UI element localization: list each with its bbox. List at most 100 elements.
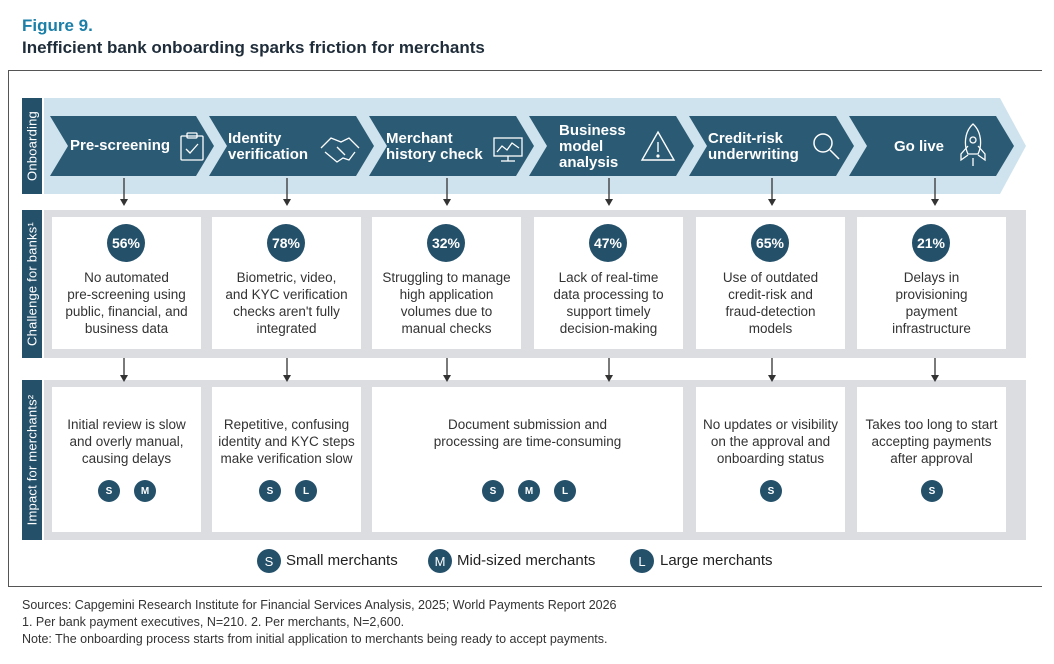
impact-3-size-mid: M (518, 480, 540, 502)
challenge-text-3: Struggling to manage high application vo… (372, 269, 521, 337)
impact-2-size-small: S (259, 480, 281, 502)
impact-1-line-3: causing delays (81, 451, 172, 466)
challenge-6-line-3: payment (905, 304, 958, 319)
note-line: Note: The onboarding process starts from… (22, 632, 608, 646)
challenge-text-2: Biometric, video, and KYC verification c… (212, 269, 361, 337)
row-label-impact: Impact for merchants² (22, 380, 42, 540)
challenge-text-4: Lack of real-time data processing to sup… (534, 269, 683, 337)
stage-label-business-model: Business model analysis (559, 123, 639, 171)
chevron-1 (50, 116, 214, 176)
challenge-1-line-3: public, financial, and (65, 304, 188, 319)
impact-text-1: Initial review is slow and overly manual… (52, 416, 201, 467)
challenge-card-2: 78% Biometric, video, and KYC verificati… (212, 217, 361, 349)
stage-4-line-1: Business (559, 122, 626, 139)
impact-card-3: Document submission and processing are t… (372, 387, 683, 532)
stage-1-line-1: Pre-screening (70, 137, 171, 154)
legend-small-dot: S (257, 549, 281, 573)
challenge-percent-3: 32% (427, 224, 465, 262)
challenge-percent-6: 21% (912, 224, 950, 262)
challenge-3-line-1: Struggling to manage (382, 270, 511, 285)
stage-label-go-live: Go live (894, 139, 964, 155)
impact-text-4: No updates or visibility on the approval… (696, 416, 845, 467)
challenge-1-line-2: pre-screening using (67, 287, 186, 302)
impact-5-line-3: after approval (890, 451, 973, 466)
arrowhead-5b (768, 375, 776, 382)
stage-5-line-2: underwriting (708, 146, 799, 163)
arrowhead-4a (605, 199, 613, 206)
row-label-challenge: Challenge for banks¹ (22, 210, 42, 358)
arrowhead-1a (120, 199, 128, 206)
impact-3-size-small: S (482, 480, 504, 502)
arrowhead-6b (931, 375, 939, 382)
challenge-card-5: 65% Use of outdated credit-risk and frau… (696, 217, 845, 349)
impact-4-line-3: onboarding status (716, 451, 825, 466)
magnifier-icon (813, 133, 840, 160)
challenge-text-1: No automated pre-screening using public,… (52, 269, 201, 337)
stage-2-line-1: Identity (228, 130, 282, 147)
challenge-3-line-4: manual checks (401, 321, 492, 336)
challenge-card-6: 21% Delays in provisioning payment infra… (857, 217, 1006, 349)
rocket-icon (960, 123, 986, 166)
challenge-5-line-3: fraud-detection (725, 304, 816, 319)
challenge-2-line-2: and KYC verification (225, 287, 348, 302)
left-rule (8, 70, 9, 586)
challenge-percent-1: 56% (107, 224, 145, 262)
impact-2-line-1: Repetitive, confusing (223, 417, 350, 432)
challenge-5-line-2: credit-risk and (728, 287, 813, 302)
sources-line: Sources: Capgemini Research Institute fo… (22, 598, 617, 612)
arrowhead-4b (605, 375, 613, 382)
challenge-6-line-4: infrastructure (892, 321, 971, 336)
challenge-4-line-2: data processing to (553, 287, 664, 302)
arrowhead-3a (443, 199, 451, 206)
impact-4-line-2: on the approval and (710, 434, 831, 449)
challenge-text-5: Use of outdated credit-risk and fraud-de… (696, 269, 845, 337)
stage-3-line-1: Merchant (386, 130, 453, 147)
legend-mid-label: Mid-sized merchants (457, 552, 596, 569)
impact-card-4: No updates or visibility on the approval… (696, 387, 845, 532)
challenge-6-line-2: provisioning (895, 287, 968, 302)
impact-3-line-2: processing are time-consuming (433, 434, 622, 449)
challenge-1-line-4: business data (84, 321, 169, 336)
stage-label-identity-verification: Identity verification (228, 131, 328, 163)
impact-5-line-1: Takes too long to start (865, 417, 998, 432)
challenge-5-line-4: models (748, 321, 793, 336)
row-label-onboarding: Onboarding (22, 98, 42, 194)
arrowhead-2b (283, 375, 291, 382)
legend-large-label: Large merchants (660, 552, 773, 569)
impact-3-line-1: Document submission and (447, 417, 608, 432)
challenge-3-line-3: volumes due to (400, 304, 493, 319)
impact-3-size-large: L (554, 480, 576, 502)
clipboard-check-icon (180, 132, 204, 161)
challenge-percent-4: 47% (589, 224, 627, 262)
impact-text-3: Document submission and processing are t… (372, 416, 683, 450)
challenge-percent-2: 78% (267, 224, 305, 262)
impact-1-line-2: and overly manual, (69, 434, 184, 449)
handshake-icon (320, 137, 360, 163)
challenge-1-line-1: No automated (84, 270, 169, 285)
challenge-card-4: 47% Lack of real-time data processing to… (534, 217, 683, 349)
challenge-card-1: 56% No automated pre-screening using pub… (52, 217, 201, 349)
challenge-4-line-3: support timely (566, 304, 651, 319)
legend-mid-dot: M (428, 549, 452, 573)
impact-text-2: Repetitive, confusing identity and KYC s… (212, 416, 361, 467)
bottom-rule (8, 586, 1042, 587)
impact-2-size-large: L (295, 480, 317, 502)
stage-5-line-1: Credit-risk (708, 130, 784, 147)
impact-card-5: Takes too long to start accepting paymen… (857, 387, 1006, 532)
footnote-line: 1. Per bank payment executives, N=210. 2… (22, 615, 405, 629)
legend-large-dot: L (630, 549, 654, 573)
impact-1-size-mid: M (134, 480, 156, 502)
stage-4-line-3: analysis (559, 154, 619, 171)
figure-label: Figure 9. (22, 16, 93, 35)
impact-text-5: Takes too long to start accepting paymen… (857, 416, 1006, 467)
figure-title: Inefficient bank onboarding sparks frict… (22, 38, 485, 57)
legend-small-label: Small merchants (286, 552, 398, 569)
impact-1-line-1: Initial review is slow (67, 417, 186, 432)
arrowhead-1b (120, 375, 128, 382)
arrowhead-3b (443, 375, 451, 382)
challenge-4-line-1: Lack of real-time (558, 270, 659, 285)
impact-card-2: Repetitive, confusing identity and KYC s… (212, 387, 361, 532)
stage-label-merchant-history: Merchant history check (386, 131, 496, 163)
stage-label-pre-screening: Pre-screening (70, 138, 180, 154)
